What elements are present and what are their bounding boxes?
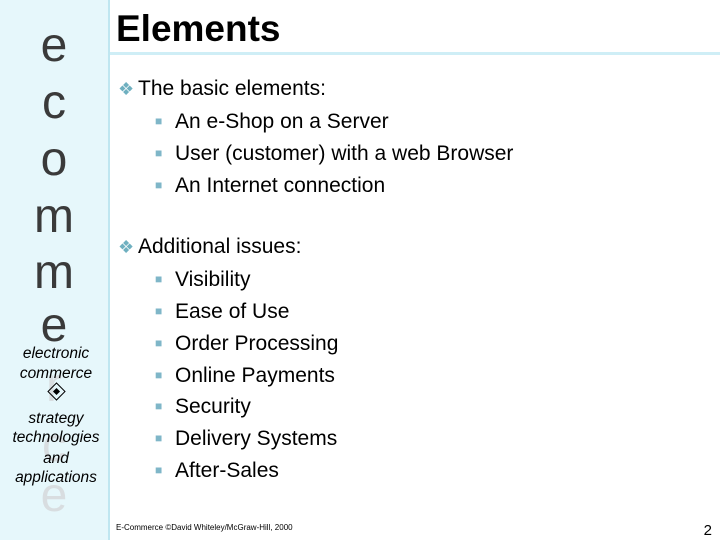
sub-bullet-text: Security xyxy=(175,395,251,418)
sub-bullet-text: An Internet connection xyxy=(175,174,386,197)
sidebar-letter: m xyxy=(34,246,74,299)
square-icon: ■ xyxy=(155,272,163,286)
sidebar-letter: c xyxy=(42,76,66,129)
sidebar-letter: e xyxy=(40,299,68,352)
sub-bullet-text: Visibility xyxy=(175,268,251,291)
bullet-item: ❖The basic elements: xyxy=(118,76,326,102)
sub-bullet-text: Order Processing xyxy=(175,332,339,355)
square-icon: ■ xyxy=(155,146,163,160)
sub-bullet-item: ■ Order Processing xyxy=(155,330,338,357)
sub-bullet-item: ■ Visibility xyxy=(155,266,250,293)
sidebar-letter: m xyxy=(34,190,74,243)
square-icon: ■ xyxy=(155,463,163,477)
sub-bullet-item: ■ An e-Shop on a Server xyxy=(155,108,389,135)
sidebar-caption: strategy xyxy=(28,410,84,427)
sub-bullet-item: ■ User (customer) with a web Browser xyxy=(155,140,513,167)
square-icon: ■ xyxy=(155,431,163,445)
sub-bullet-text: User (customer) with a web Browser xyxy=(175,142,514,165)
page-number: 2 xyxy=(703,522,712,539)
bullet-item: ❖Additional issues: xyxy=(118,234,301,260)
title-divider xyxy=(110,52,720,55)
sub-bullet-item: ■ Security xyxy=(155,393,251,420)
diamond-cluster-icon: ❖ xyxy=(118,79,135,99)
sub-bullet-text: Ease of Use xyxy=(175,300,290,323)
square-icon: ■ xyxy=(155,114,163,128)
sidebar-caption: and xyxy=(43,450,69,467)
bullet-text: The basic elements: xyxy=(138,77,326,100)
square-icon: ■ xyxy=(155,368,163,382)
sidebar-caption: technologies xyxy=(12,429,100,446)
sub-bullet-item: ■ Online Payments xyxy=(155,362,335,389)
sub-bullet-item: ■ Delivery Systems xyxy=(155,425,337,452)
square-icon: ■ xyxy=(155,178,163,192)
square-icon: ■ xyxy=(155,336,163,350)
sidebar-letter: e xyxy=(40,19,68,72)
sub-bullet-item: ■ Ease of Use xyxy=(155,298,289,325)
square-icon: ■ xyxy=(155,399,163,413)
sub-bullet-text: Delivery Systems xyxy=(175,427,338,450)
slide-title: Elements xyxy=(116,8,281,49)
sidebar-letter: e xyxy=(40,469,68,522)
sidebar-caption: applications xyxy=(15,469,97,486)
sub-bullet-text: After-Sales xyxy=(175,459,279,482)
sidebar-letter: o xyxy=(40,133,68,186)
diamond-cluster-icon: ❖ xyxy=(118,237,135,257)
sidebar-caption: electronic xyxy=(22,345,90,362)
sub-bullet-text: Online Payments xyxy=(175,364,335,387)
sidebar-caption: commerce xyxy=(19,365,93,382)
square-icon: ■ xyxy=(155,304,163,318)
sub-bullet-item: ■ An Internet connection xyxy=(155,172,385,199)
sidebar-letter: c xyxy=(42,419,66,472)
slide-footer: E-Commerce ©David Whiteley/McGraw-Hill, … xyxy=(116,523,293,532)
bullet-text: Additional issues: xyxy=(138,235,302,258)
sidebar-banner: e c o m m e r c e electronic commerce st… xyxy=(0,0,110,540)
sub-bullet-text: An e-Shop on a Server xyxy=(175,110,389,133)
sub-bullet-item: ■ After-Sales xyxy=(155,457,279,484)
